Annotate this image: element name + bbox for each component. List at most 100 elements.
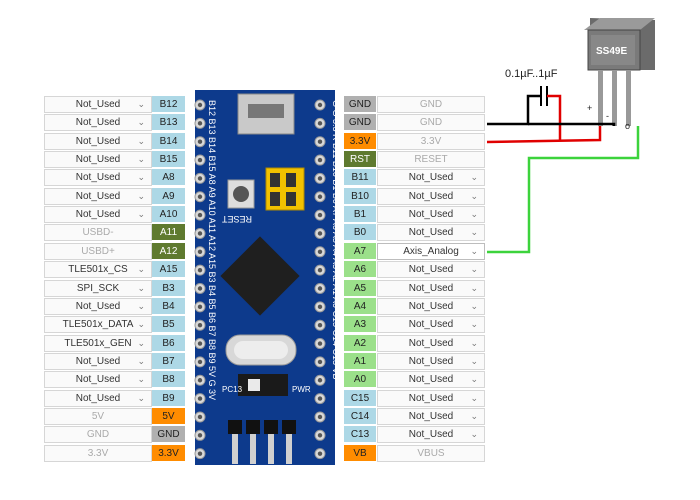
pin-function-label: Not_Used (75, 117, 121, 129)
header-hole-center (197, 139, 203, 144)
pin-function-label: TLE501x_GEN (64, 337, 132, 349)
pin-function-label: 3.3V (420, 135, 442, 147)
pin-function-select[interactable]: Not_Used ⌄ (44, 132, 152, 150)
pin-function-select[interactable]: Not_Used⌄ (377, 187, 485, 205)
chevron-down-icon[interactable]: ⌄ (137, 374, 145, 385)
pin-function-static: RESET (377, 151, 485, 169)
pin-function-label: Not_Used (408, 264, 454, 276)
pin-function-select[interactable]: Not_Used ⌄ (377, 261, 485, 279)
chevron-down-icon[interactable]: ⌄ (470, 429, 478, 440)
header-hole-center (197, 157, 203, 163)
chevron-down-icon[interactable]: ⌄ (137, 135, 145, 146)
chevron-down-icon[interactable]: ⌄ (470, 355, 478, 366)
pin-function-label: Not_Used (408, 392, 454, 404)
chevron-down-icon[interactable]: ⌄ (137, 209, 145, 220)
chevron-down-icon[interactable]: ⌄ (137, 154, 145, 165)
pin-function-select[interactable]: Not_Used⌄ (44, 169, 152, 187)
pin-function-select[interactable]: Not_Used⌄ (377, 206, 485, 224)
pin-function-select[interactable]: Not_Used⌄ (377, 224, 485, 242)
pin-function-label: Not_Used (408, 410, 454, 422)
chevron-down-icon[interactable]: ⌄ (137, 190, 145, 201)
header-hole-center (317, 396, 323, 401)
pin-label: B7 (152, 352, 185, 370)
pin-function-select[interactable]: Not_Used ⌄ (44, 96, 152, 113)
chevron-down-icon[interactable]: ⌄ (137, 282, 145, 293)
pin-function-label: GND (419, 99, 443, 110)
chevron-down-icon[interactable]: ⌄ (470, 209, 478, 220)
chevron-down-icon[interactable]: ⌄ (137, 392, 145, 403)
chevron-down-icon[interactable]: ⌄ (470, 392, 478, 403)
header-hole-center (197, 304, 203, 310)
chevron-down-icon[interactable]: ⌄ (470, 410, 478, 421)
pin-function-select[interactable]: Not_Used⌄ (44, 297, 152, 315)
chevron-down-icon[interactable]: ⌄ (470, 190, 478, 201)
chevron-down-icon[interactable]: ⌄ (137, 300, 145, 311)
wire-vcc (486, 126, 602, 144)
pin-function-select[interactable]: Not_Used⌄ (377, 334, 485, 352)
pin-function-select[interactable]: Not_Used ⌄ (377, 407, 485, 425)
chevron-down-icon[interactable]: ⌄ (470, 227, 478, 238)
chevron-down-icon[interactable]: ⌄ (137, 172, 145, 183)
pin-function-label: Not_Used (75, 135, 121, 147)
pin-label: B8 (152, 371, 185, 389)
chevron-down-icon[interactable]: ⌄ (470, 319, 478, 330)
chevron-down-icon[interactable]: ⌄ (137, 337, 145, 348)
chevron-down-icon[interactable]: ⌄ (137, 264, 145, 275)
pin-label: VB (344, 444, 376, 462)
header-hole-center (197, 414, 203, 420)
pin-function-label: Not_Used (75, 190, 121, 202)
chevron-down-icon[interactable]: ⌄ (470, 172, 478, 183)
pin-function-select[interactable]: Not_Used⌄ (377, 279, 485, 297)
pin-label: A1 (344, 352, 376, 370)
chevron-down-icon[interactable]: ⌄ (137, 355, 145, 366)
pin-label: A10 (152, 206, 185, 224)
pin-function-select[interactable]: TLE501x_CS⌄ (44, 261, 152, 279)
header-hole-center (197, 102, 203, 108)
pin-function-select[interactable]: TLE501x_DATA⌄ (44, 316, 152, 334)
pin-function-select[interactable]: Axis_Analog⌄ (377, 242, 485, 260)
chevron-down-icon[interactable]: ⌄ (137, 117, 145, 128)
pin-function-select[interactable]: Not_Used⌄ (44, 389, 152, 407)
chevron-down-icon[interactable]: ⌄ (470, 245, 478, 256)
pin-function-select[interactable]: Not_Used ⌄ (377, 316, 485, 334)
pin-function-label: Not_Used (408, 319, 454, 331)
pin-label: RST (344, 151, 376, 169)
header-hole-center (197, 267, 203, 273)
pin-function-select[interactable]: TLE501x_GEN ⌄ (44, 334, 152, 352)
pin-function-select[interactable]: Not_Used ⌄ (377, 426, 485, 444)
chevron-down-icon[interactable]: ⌄ (470, 282, 478, 293)
chevron-down-icon[interactable]: ⌄ (470, 300, 478, 311)
pin-label: B0 (344, 224, 376, 242)
pin-function-label: Not_Used (75, 154, 121, 166)
sensor-pin-1 (598, 70, 603, 126)
pin-function-select[interactable]: Not_Used⌄ (377, 352, 485, 370)
pin-function-select[interactable]: Not_Used ⌄ (44, 114, 152, 132)
chevron-down-icon[interactable]: ⌄ (470, 374, 478, 385)
pin-function-select[interactable]: Not_Used⌄ (44, 371, 152, 389)
pin-function-select[interactable]: Not_Used ⌄ (377, 389, 485, 407)
pin-function-label: RESET (414, 154, 448, 166)
sensor-plus: + (587, 103, 592, 113)
pin-function-select[interactable]: Not_Used ⌄ (44, 187, 152, 205)
pin-function-select[interactable]: Not_Used⌄ (377, 169, 485, 187)
chevron-down-icon[interactable]: ⌄ (137, 99, 145, 109)
pin-function-static: VBUS (377, 444, 485, 462)
pin-function-select[interactable]: Not_Used⌄ (377, 297, 485, 315)
pin-function-select[interactable]: Not_Used⌄ (44, 206, 152, 224)
header-hole-center (197, 194, 203, 199)
pin-label: C15 (344, 389, 376, 407)
chevron-down-icon[interactable]: ⌄ (470, 337, 478, 348)
chevron-down-icon[interactable]: ⌄ (137, 319, 145, 330)
pin-function-select[interactable]: Not_Used ⌄ (44, 151, 152, 169)
pin-label: B3 (152, 279, 185, 297)
pin-function-label: Not_Used (408, 429, 454, 441)
header-hole-center (197, 212, 203, 218)
pin-label: 3.3V (152, 444, 185, 462)
chevron-down-icon[interactable]: ⌄ (470, 264, 478, 275)
pin-function-select[interactable]: Not_Used⌄ (377, 371, 485, 389)
pin-label: A3 (344, 316, 376, 334)
pin-function-select[interactable]: SPI_SCK⌄ (44, 279, 152, 297)
pin-function-label: Not_Used (75, 99, 121, 110)
pin-function-select[interactable]: Not_Used⌄ (44, 352, 152, 370)
header-hole-center (317, 451, 323, 456)
